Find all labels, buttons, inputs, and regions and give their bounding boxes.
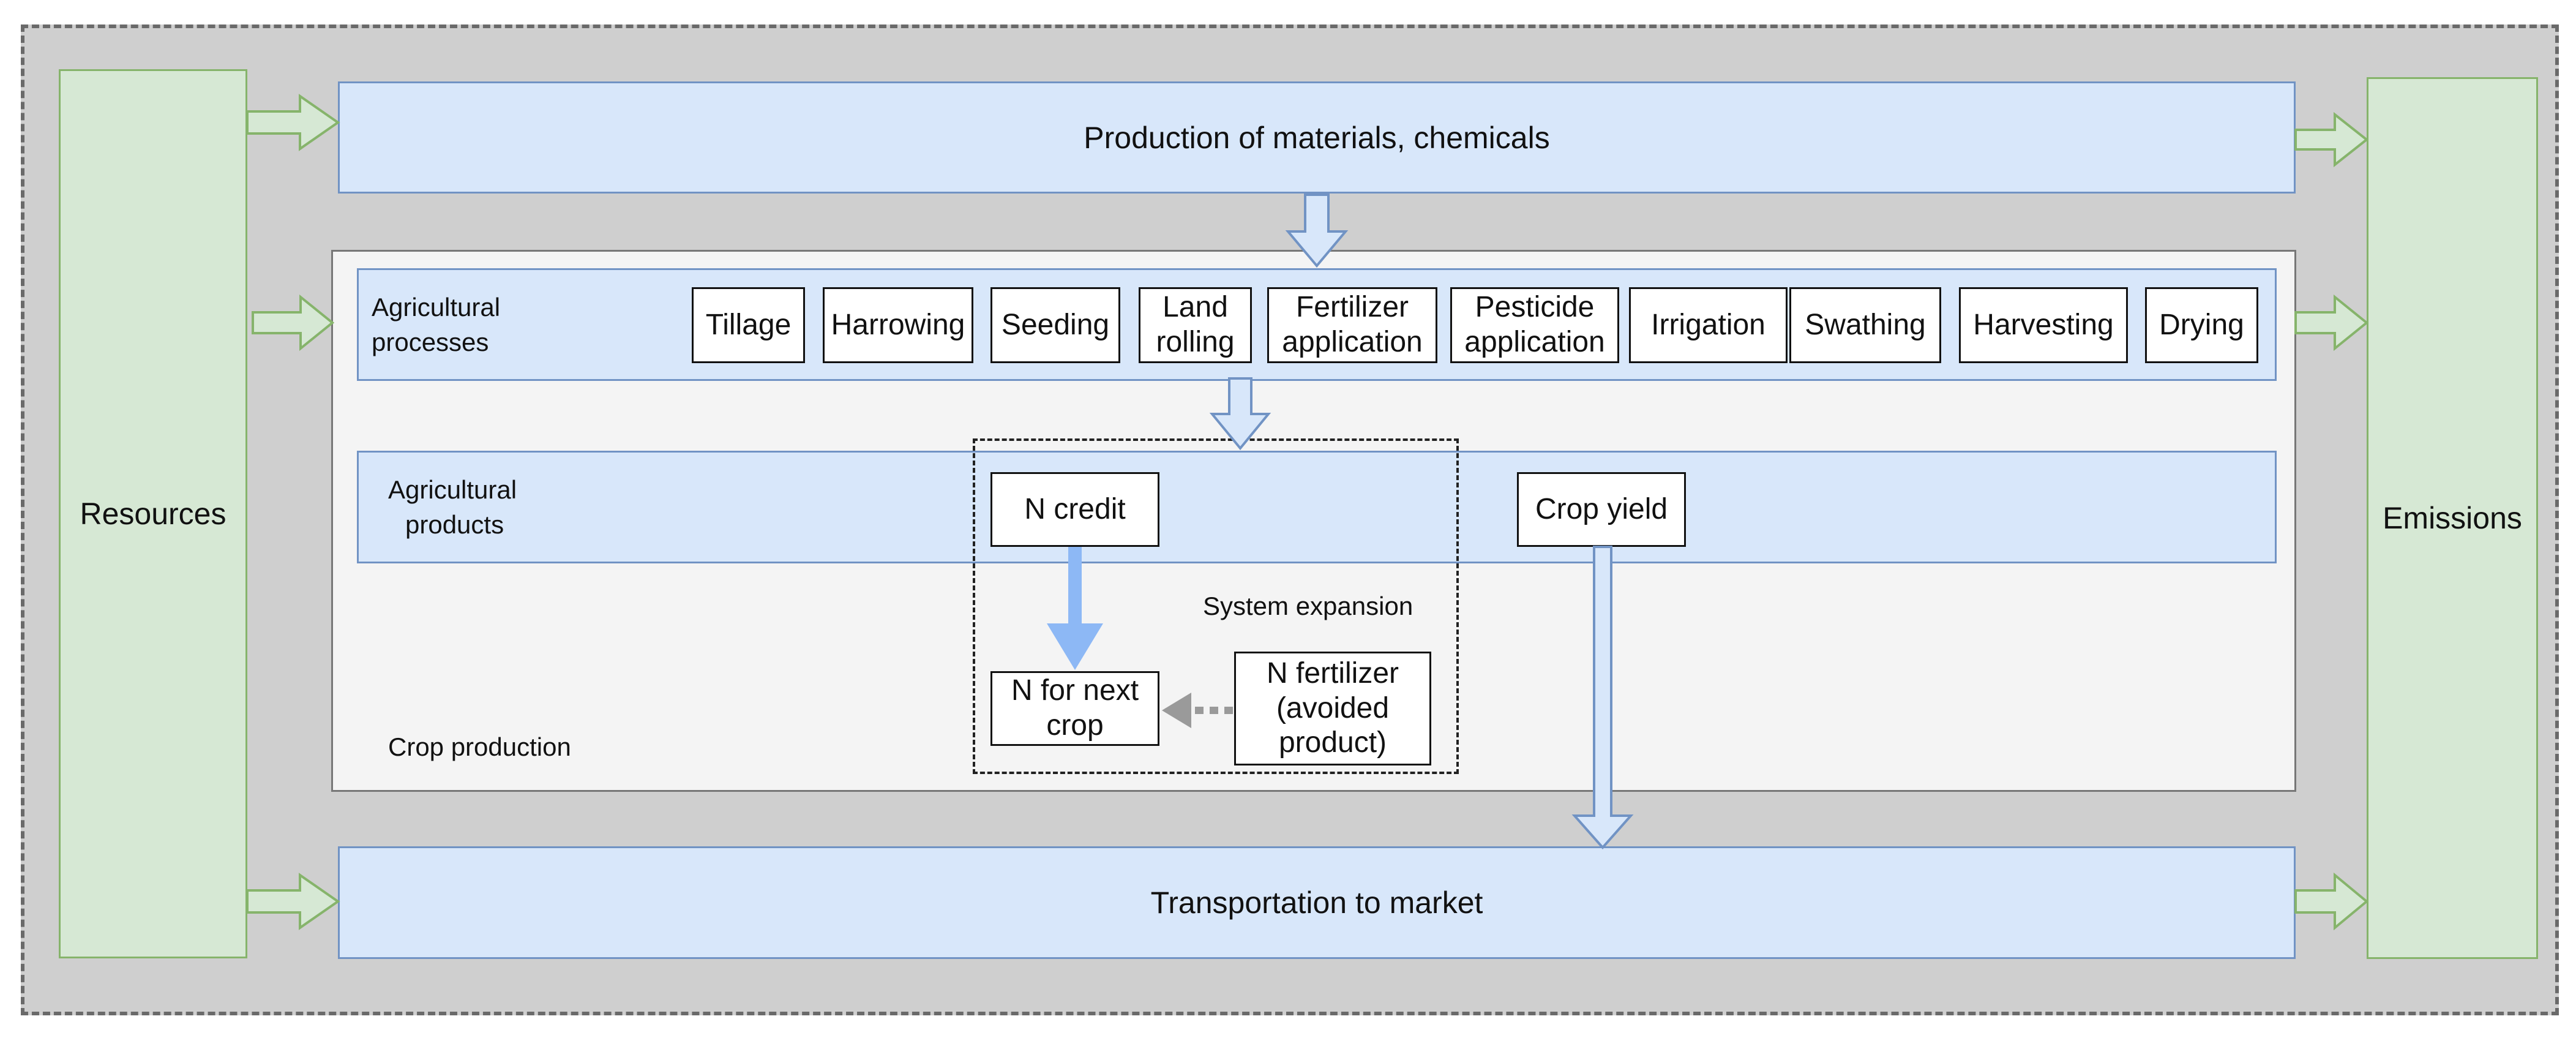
arrow-production-to-processes	[1285, 194, 1349, 268]
process-land-rolling: Land rolling	[1139, 287, 1252, 363]
process-drying: Drying	[2145, 287, 2258, 363]
resources-label: Resources	[80, 497, 227, 531]
resources-box: Resources	[59, 69, 247, 958]
agricultural-products-label: Agricultural products	[388, 473, 608, 546]
n-credit-box: N credit	[990, 472, 1159, 547]
arrow-ncredit-shaft	[1068, 547, 1082, 626]
emissions-box: Emissions	[2367, 77, 2538, 959]
process-swathing: Swathing	[1789, 287, 1941, 363]
arrow-resources-to-processes	[252, 294, 335, 352]
system-expansion-label: System expansion	[1203, 592, 1413, 620]
arrow-ncredit-head	[1047, 623, 1103, 670]
arrow-resources-to-transportation	[246, 873, 340, 930]
products-label-line2: products	[405, 510, 504, 539]
arrow-production-to-emissions	[2294, 111, 2369, 168]
products-label-line1: Agricultural	[388, 475, 517, 504]
arrow-processes-to-emissions	[2294, 294, 2369, 352]
process-harrowing: Harrowing	[823, 287, 973, 363]
arrow-fertilizer-dotted-head	[1162, 693, 1191, 728]
n-next-crop-box: N for next crop	[990, 671, 1159, 746]
emissions-label: Emissions	[2383, 501, 2522, 535]
arrow-transportation-to-emissions	[2294, 872, 2369, 931]
agricultural-products-row	[357, 451, 2277, 563]
transportation-box: Transportation to market	[338, 846, 2296, 959]
production-materials-label: Production of materials, chemicals	[1084, 120, 1550, 155]
n-fertilizer-avoided-box: N fertilizer (avoided product)	[1234, 652, 1431, 765]
arrow-resources-to-production	[246, 94, 340, 151]
production-materials-box: Production of materials, chemicals	[338, 81, 2296, 194]
arrow-processes-to-products	[1209, 377, 1271, 451]
transportation-label: Transportation to market	[1150, 886, 1483, 920]
process-harvesting: Harvesting	[1959, 287, 2128, 363]
crop-production-label: Crop production	[388, 732, 571, 761]
processes-label-line2: processes	[372, 327, 489, 356]
process-tillage: Tillage	[692, 287, 805, 363]
agricultural-processes-label: Agricultural processes	[372, 290, 592, 364]
process-irrigation: Irrigation	[1629, 287, 1788, 363]
system-expansion-region	[973, 438, 1459, 774]
process-fertilizer-application: Fertilizer application	[1267, 287, 1437, 363]
arrow-crop-yield-to-transportation	[1571, 546, 1634, 850]
processes-label-line1: Agricultural	[372, 293, 501, 322]
process-pesticide-application: Pesticide application	[1450, 287, 1619, 363]
process-seeding: Seeding	[990, 287, 1120, 363]
